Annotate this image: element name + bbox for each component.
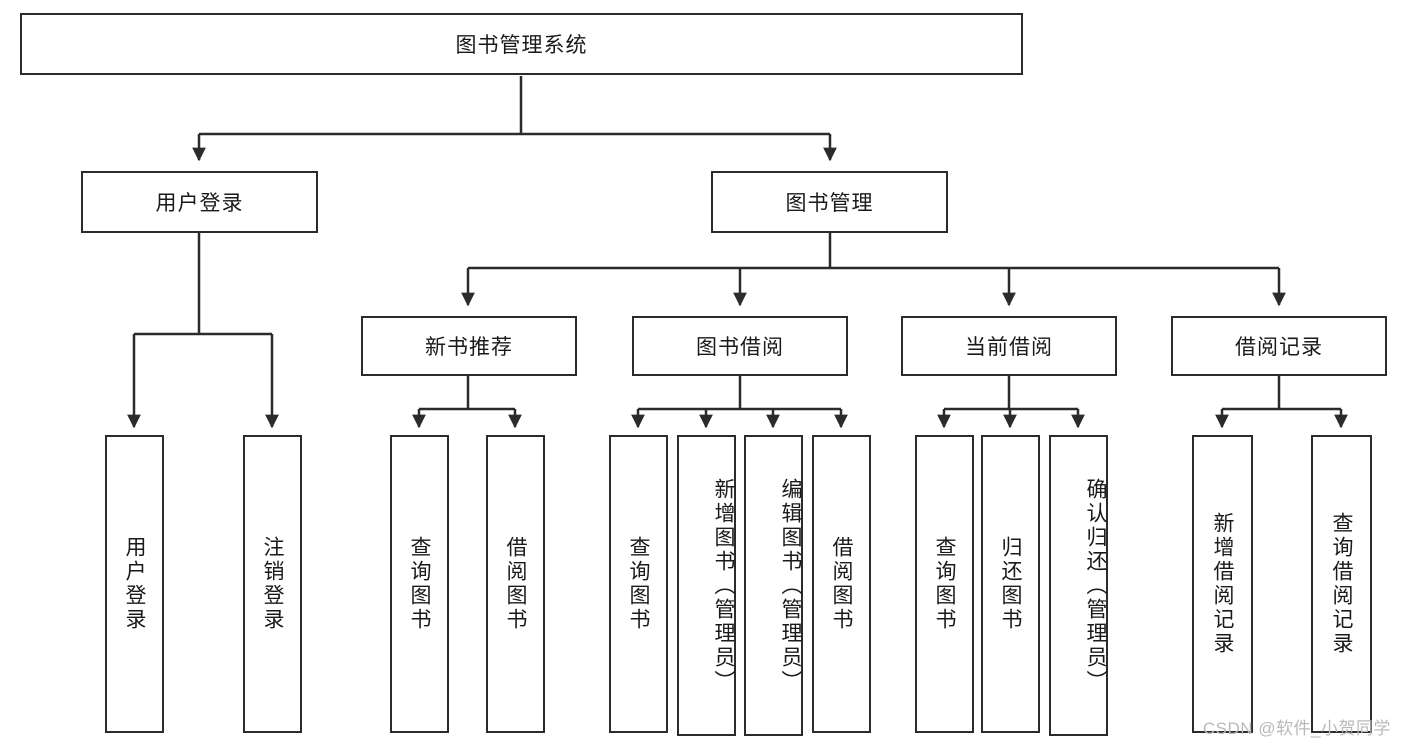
node-user-login-label: 用户登录 [155, 192, 244, 215]
node-book-management[interactable]: 图书管理 [711, 171, 948, 233]
node-new-book-recommend-label: 新书推荐 [425, 336, 513, 359]
node-leaf-edit-book[interactable]: 编辑图书（管理员） [744, 435, 803, 736]
node-leaf-add-record[interactable]: 新增借阅记录 [1192, 435, 1253, 733]
node-leaf-borrow-book-1[interactable]: 借阅图书 [486, 435, 545, 733]
watermark: CSDN @软件_小贺同学 [1202, 719, 1391, 738]
node-leaf-user-login-label: 用户登录 [123, 536, 146, 632]
node-leaf-add-book[interactable]: 新增图书（管理员） [677, 435, 736, 736]
node-leaf-query-book-1-label: 查询图书 [408, 536, 431, 632]
node-leaf-logout-login[interactable]: 注销登录 [243, 435, 302, 733]
node-leaf-add-record-label: 新增借阅记录 [1211, 512, 1234, 656]
node-leaf-confirm-return-label: 确认归还（管理员） [1084, 477, 1107, 694]
node-leaf-logout-login-label: 注销登录 [261, 536, 284, 632]
node-leaf-query-book-2[interactable]: 查询图书 [609, 435, 668, 733]
node-leaf-return-book[interactable]: 归还图书 [981, 435, 1040, 733]
node-leaf-query-record[interactable]: 查询借阅记录 [1311, 435, 1372, 733]
node-borrow-record[interactable]: 借阅记录 [1171, 316, 1387, 376]
node-root[interactable]: 图书管理系统 [20, 13, 1023, 75]
node-book-borrow[interactable]: 图书借阅 [632, 316, 848, 376]
node-leaf-add-book-label: 新增图书（管理员） [712, 477, 735, 694]
node-book-management-label: 图书管理 [785, 192, 874, 215]
node-borrow-record-label: 借阅记录 [1235, 336, 1323, 359]
node-leaf-borrow-book-2-label: 借阅图书 [830, 536, 853, 632]
node-leaf-query-book-2-label: 查询图书 [627, 536, 650, 632]
node-leaf-query-book-3[interactable]: 查询图书 [915, 435, 974, 733]
node-root-label: 图书管理系统 [455, 34, 588, 57]
node-leaf-borrow-book-2[interactable]: 借阅图书 [812, 435, 871, 733]
node-leaf-query-record-label: 查询借阅记录 [1330, 512, 1353, 656]
node-new-book-recommend[interactable]: 新书推荐 [361, 316, 577, 376]
node-leaf-confirm-return[interactable]: 确认归还（管理员） [1049, 435, 1108, 736]
node-leaf-borrow-book-1-label: 借阅图书 [504, 536, 527, 632]
node-book-borrow-label: 图书借阅 [696, 336, 784, 359]
node-current-borrow[interactable]: 当前借阅 [901, 316, 1117, 376]
node-user-login[interactable]: 用户登录 [81, 171, 318, 233]
node-leaf-query-book-3-label: 查询图书 [933, 536, 956, 632]
node-leaf-user-login[interactable]: 用户登录 [105, 435, 164, 733]
node-leaf-return-book-label: 归还图书 [999, 536, 1022, 632]
node-leaf-edit-book-label: 编辑图书（管理员） [779, 477, 802, 694]
node-leaf-query-book-1[interactable]: 查询图书 [390, 435, 449, 733]
node-current-borrow-label: 当前借阅 [965, 336, 1053, 359]
